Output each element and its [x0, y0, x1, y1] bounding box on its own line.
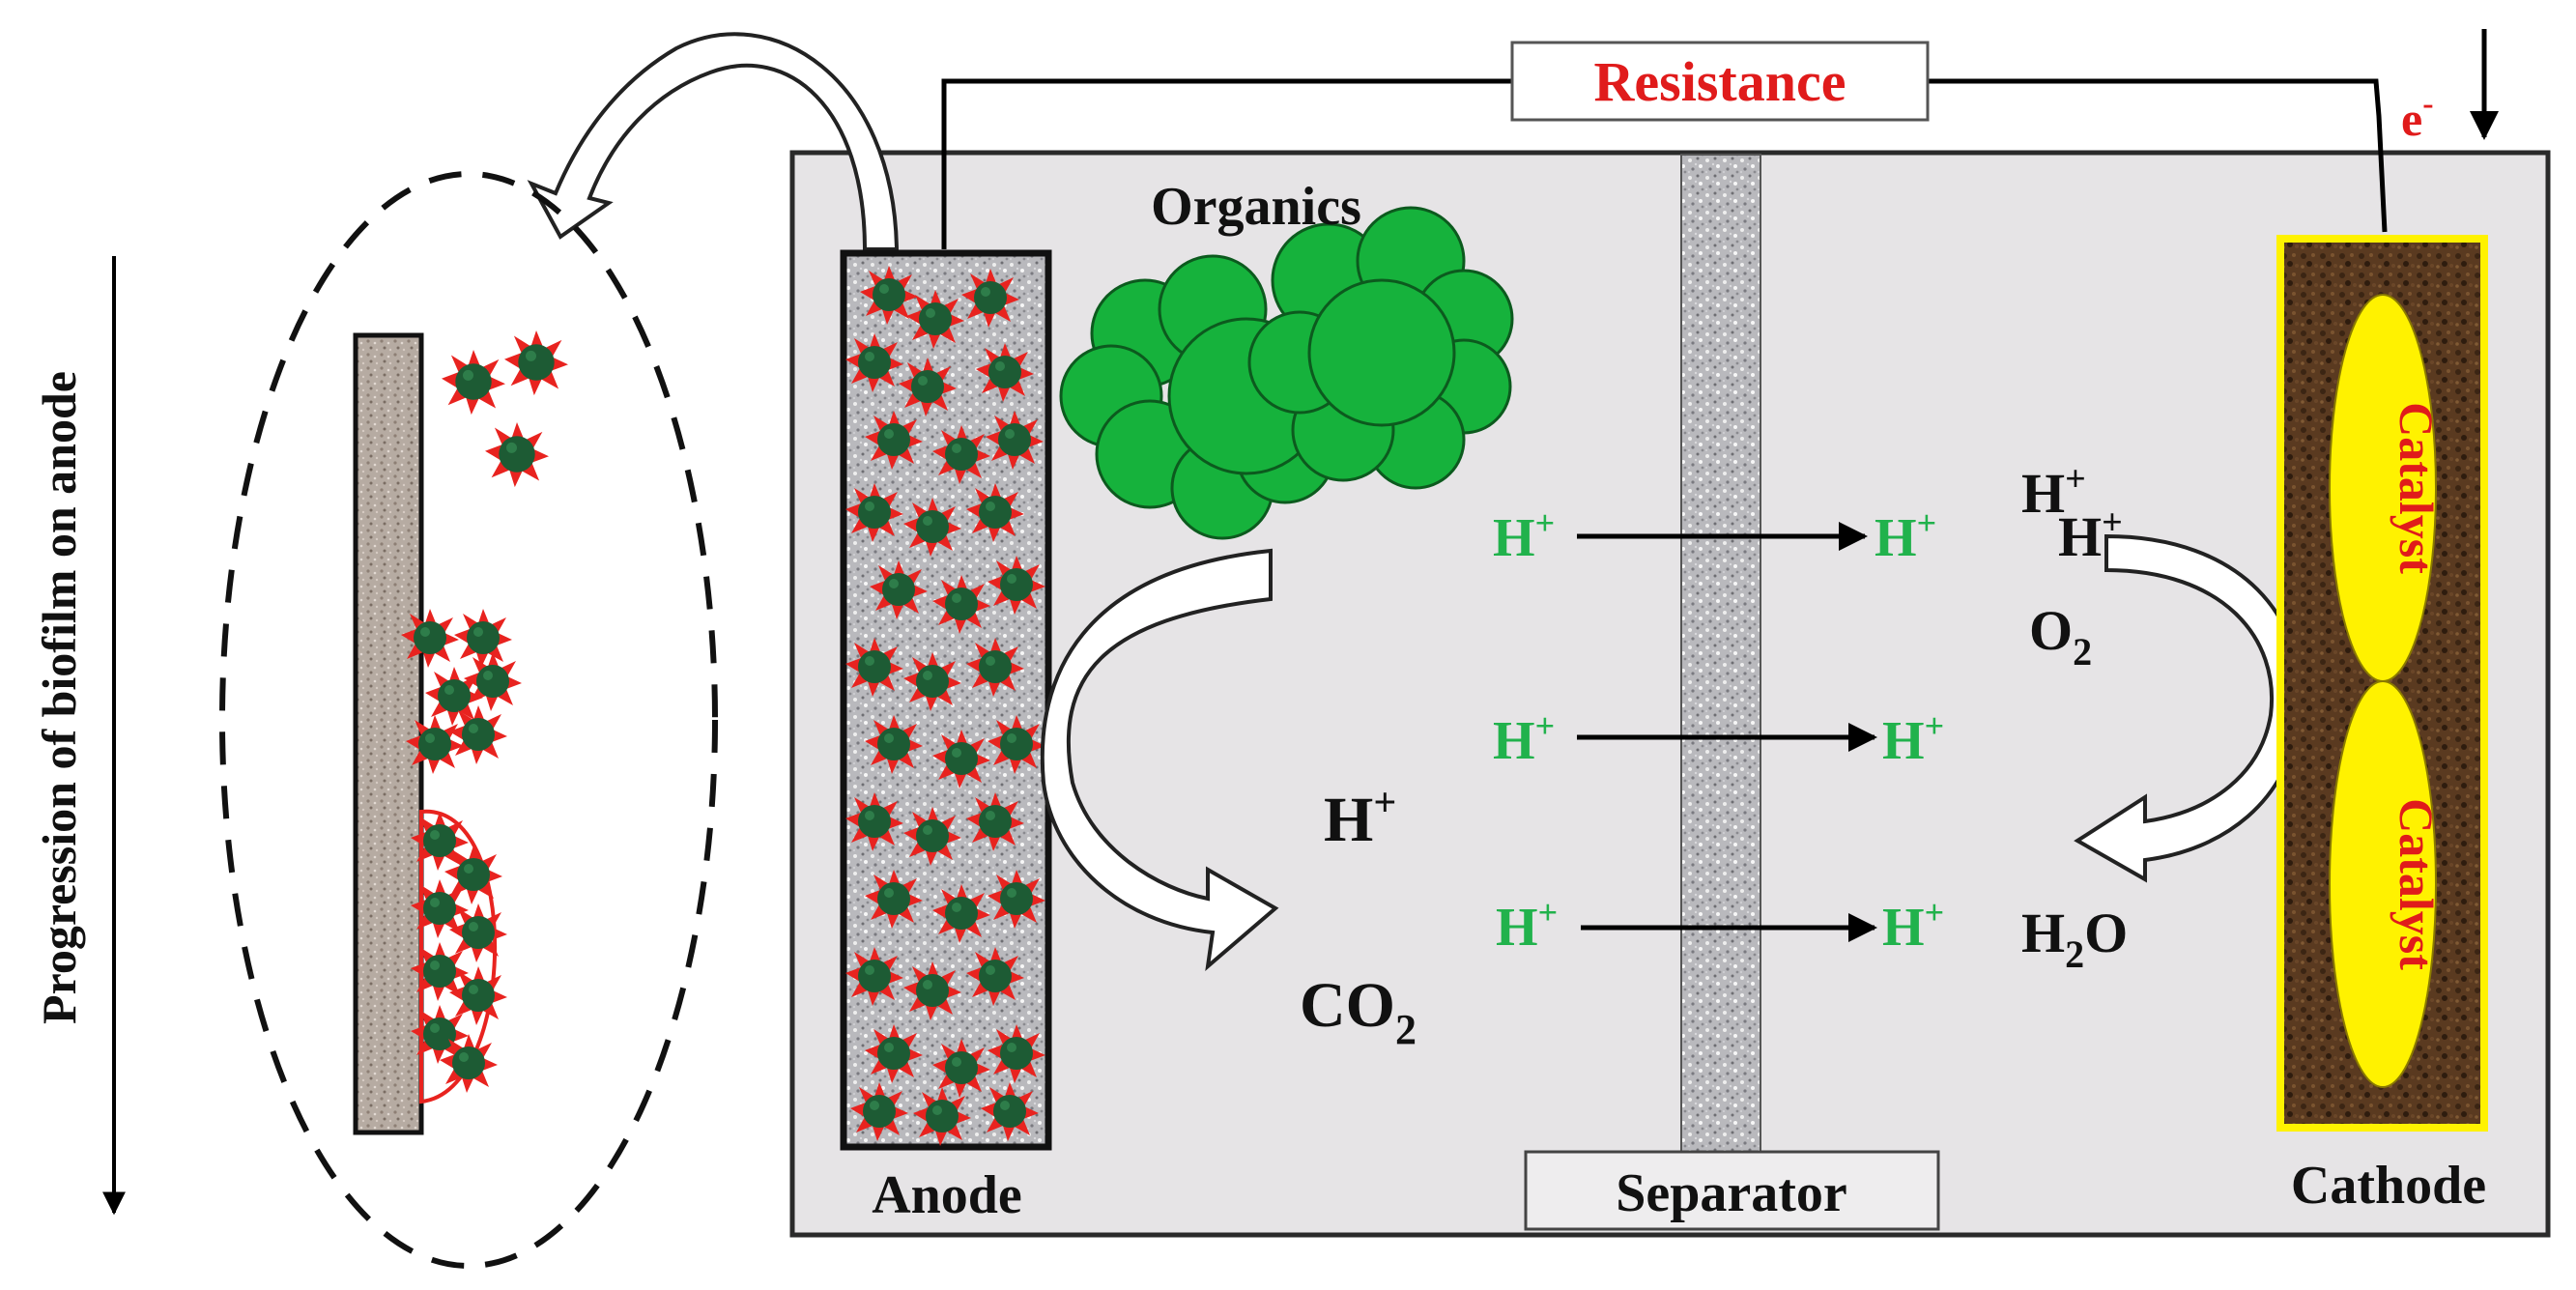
- proton-right-2: H+: [1882, 706, 1944, 771]
- proton-label-anode-chamber: H+: [1324, 781, 1396, 855]
- zoom-free-bacteria: [442, 330, 568, 488]
- proton-cathode-b: H+: [2058, 502, 2123, 568]
- zoom-electrode: [353, 332, 424, 1135]
- catalyst-bottom-label: Catalyst: [2390, 798, 2444, 970]
- proton-left-3: H+: [1496, 893, 1558, 958]
- progression-label: Progression of biofilm on anode: [32, 371, 86, 1024]
- proton-left-2: H+: [1493, 706, 1555, 771]
- organics-label: Organics: [1151, 177, 1361, 237]
- electron-label: e-: [2401, 86, 2434, 146]
- zoom-curved-arrow: [527, 32, 900, 251]
- zoom-biofilm-cluster: [411, 809, 507, 1104]
- proton-left-1: H+: [1493, 503, 1555, 568]
- external-circuit-wire: [941, 78, 1512, 249]
- separator-label: Separator: [1616, 1163, 1847, 1223]
- proton-cathode-a: H+: [2021, 459, 2086, 525]
- resistance-label: Resistance: [1594, 50, 1846, 113]
- h2o-label: H2O: [2021, 902, 2128, 976]
- mfc-chamber: [789, 150, 2551, 1238]
- resistance-box: [1510, 41, 1930, 122]
- co2-label: CO2: [1300, 970, 1417, 1053]
- separator-membrane: [1680, 154, 1761, 1156]
- proton-right-1: H+: [1875, 503, 1936, 568]
- o2-label: O2: [2029, 599, 2092, 674]
- separator-label-box: [1524, 1150, 1940, 1231]
- zoom-ellipse: [219, 171, 718, 1269]
- anode-electrode: [840, 249, 1052, 1151]
- catalyst-bottom-ellipse: [2329, 680, 2437, 1088]
- anode-label: Anode: [872, 1165, 1022, 1225]
- external-circuit-wire-right: [1928, 78, 2388, 233]
- cathode-electrode: Catalyst Catalyst: [2276, 235, 2488, 1132]
- proton-right-3: H+: [1882, 893, 1944, 958]
- organics-cloud: [1059, 206, 1514, 540]
- cathode-label: Cathode: [2291, 1156, 2486, 1216]
- catalyst-top-label: Catalyst: [2390, 402, 2444, 574]
- oxidation-curved-arrow: [1040, 548, 1279, 971]
